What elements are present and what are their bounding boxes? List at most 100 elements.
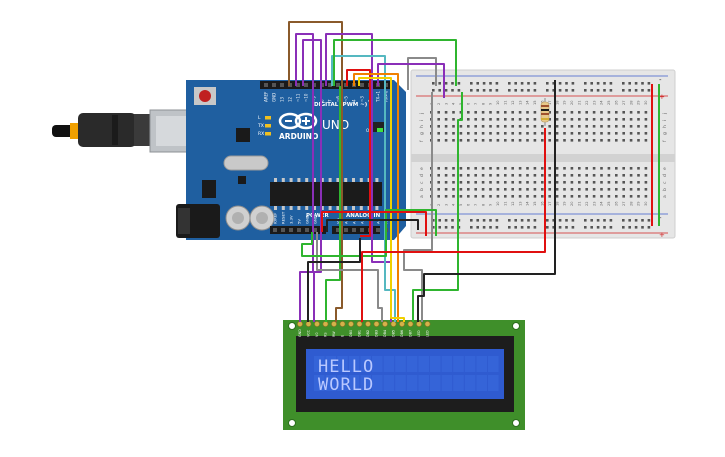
breadboard-hole bbox=[504, 139, 507, 142]
rail-hole bbox=[533, 219, 537, 222]
breadboard-hole bbox=[607, 125, 611, 128]
chip-pin bbox=[320, 178, 324, 182]
breadboard-hole bbox=[504, 125, 507, 128]
breadboard-hole bbox=[526, 174, 529, 177]
wire-black-rail[interactable] bbox=[417, 80, 556, 322]
chip-pin bbox=[359, 178, 363, 182]
breadboard-hole bbox=[467, 195, 470, 198]
rail-hole bbox=[546, 89, 549, 92]
column-number: 16 bbox=[541, 201, 545, 206]
wire-green-power[interactable] bbox=[301, 209, 437, 257]
column-number: 30 bbox=[644, 100, 648, 105]
rail-hole bbox=[520, 219, 524, 222]
rail-hole bbox=[558, 82, 562, 85]
rail-hole bbox=[571, 219, 575, 222]
breadboard-hole bbox=[467, 174, 470, 177]
breadboard-hole bbox=[474, 181, 477, 184]
breadboard-hole bbox=[489, 167, 492, 170]
breadboard-hole bbox=[600, 118, 603, 121]
breadboard-hole bbox=[489, 195, 492, 198]
wire-red-5v[interactable] bbox=[321, 211, 427, 236]
rail-hole bbox=[641, 82, 644, 85]
rail-hole bbox=[641, 89, 644, 92]
lcd-pin-label: DB5 bbox=[392, 330, 396, 337]
breadboard-hole bbox=[592, 195, 596, 198]
wire-gray-lcd[interactable] bbox=[403, 92, 433, 322]
breadboard-hole bbox=[533, 118, 537, 121]
led-label: L bbox=[258, 115, 261, 121]
wire-green-lcd[interactable] bbox=[325, 86, 341, 322]
rail-hole bbox=[444, 219, 448, 222]
breadboard-hole bbox=[518, 139, 522, 142]
chip-pin bbox=[281, 178, 285, 182]
breadboard-hole bbox=[563, 188, 566, 191]
breadboard-hole bbox=[444, 195, 448, 198]
rail-hole bbox=[432, 89, 435, 92]
rail-hole bbox=[533, 89, 537, 92]
chip-pin bbox=[274, 178, 277, 182]
row-letter: a bbox=[420, 195, 425, 198]
wire-black-gnd[interactable] bbox=[326, 219, 419, 232]
rail-hole bbox=[495, 82, 499, 85]
header-hole bbox=[305, 228, 309, 232]
breadboard-hole bbox=[563, 181, 566, 184]
breadboard-hole bbox=[444, 188, 448, 191]
wire-green-long[interactable] bbox=[412, 92, 463, 322]
wire-gray-top[interactable] bbox=[407, 57, 437, 90]
rail-hole bbox=[533, 226, 537, 229]
wire-cyan[interactable] bbox=[331, 55, 396, 322]
regulator-chip bbox=[202, 180, 216, 198]
wire-brown[interactable] bbox=[288, 21, 343, 322]
wire-purple-pin12[interactable] bbox=[295, 33, 314, 322]
breadboard-hole bbox=[644, 111, 648, 114]
lcd-mount-hole-tr bbox=[512, 322, 520, 330]
wire-orange[interactable] bbox=[353, 73, 399, 322]
breadboard-hole bbox=[592, 174, 596, 177]
breadboard-hole bbox=[578, 167, 581, 170]
lcd-pin-hole bbox=[305, 321, 312, 327]
breadboard-hole bbox=[496, 132, 500, 135]
breadboard-hole bbox=[496, 188, 500, 191]
breadboard-hole bbox=[607, 181, 611, 184]
breadboard-hole bbox=[526, 111, 529, 114]
lcd-pin-label: RS bbox=[324, 332, 328, 337]
row-letter: j bbox=[662, 113, 668, 115]
breadboard-hole bbox=[555, 111, 559, 114]
column-number: 28 bbox=[629, 100, 633, 105]
breadboard-hole bbox=[511, 167, 514, 170]
lcd-cell bbox=[418, 375, 429, 391]
lcd-cell bbox=[476, 356, 487, 372]
wire-yellow[interactable] bbox=[358, 77, 405, 322]
wire-black-lcd-gnd[interactable] bbox=[307, 238, 361, 322]
rail-hole bbox=[634, 226, 638, 229]
resistor[interactable] bbox=[540, 98, 550, 126]
breadboard-hole bbox=[585, 174, 588, 177]
breadboard-hole bbox=[585, 111, 588, 114]
chip-pin bbox=[336, 178, 340, 182]
reset-button[interactable] bbox=[199, 90, 211, 102]
wire-purple-pin11[interactable] bbox=[302, 39, 322, 322]
rail-hole bbox=[508, 226, 511, 229]
rail-minus-label-bottom: - bbox=[659, 214, 662, 222]
rail-hole bbox=[438, 82, 441, 85]
breadboard[interactable]: - + - + 11223344556677889910101111121213… bbox=[410, 69, 676, 239]
lcd-cell bbox=[464, 375, 476, 391]
wire-green-top[interactable] bbox=[333, 39, 457, 86]
breadboard-hole bbox=[444, 132, 448, 135]
power-pin-label: A0 bbox=[344, 218, 349, 224]
rail-hole bbox=[584, 219, 587, 222]
wire-red-pin[interactable] bbox=[346, 69, 371, 237]
breadboard-hole bbox=[563, 195, 566, 198]
rail-hole bbox=[628, 219, 631, 222]
wire-red-resistor[interactable] bbox=[361, 128, 546, 322]
wire-gray-power[interactable] bbox=[316, 232, 383, 322]
rail-hole bbox=[590, 89, 593, 92]
header-hole bbox=[344, 228, 348, 232]
power-pin-label: A2 bbox=[360, 218, 365, 224]
column-number: 24 bbox=[600, 201, 604, 206]
arduino-brand: ARDUINO bbox=[279, 132, 318, 141]
breadboard-hole bbox=[452, 139, 455, 142]
breadboard-hole bbox=[607, 188, 611, 191]
